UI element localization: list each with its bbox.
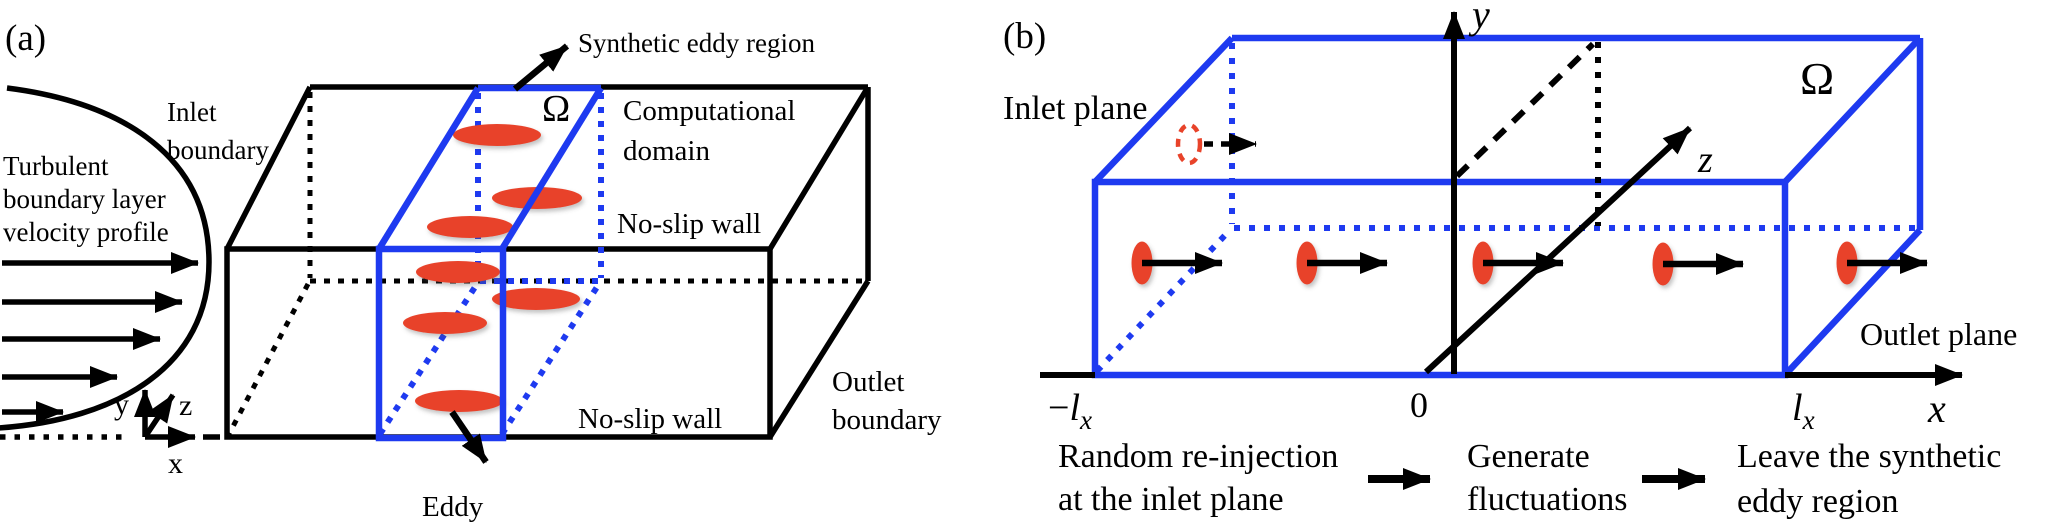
step2-line2: fluctuations — [1467, 481, 1628, 518]
eddy-ellipse — [403, 312, 487, 334]
computational-domain-label-line2: domain — [623, 135, 710, 167]
y-axis-label: y — [114, 388, 129, 421]
panel-b: (b) — [1003, 0, 2017, 520]
turbulent-label-line2: boundary layer — [3, 184, 166, 214]
eddy-ellipse — [492, 288, 580, 310]
panel-a-tag: (a) — [5, 18, 46, 59]
axis-triad — [134, 389, 196, 448]
inlet-boundary-label-line1: Inlet — [167, 97, 217, 127]
inlet-boundary-label-line2: boundary — [167, 135, 269, 165]
eddy-region-hidden-edge — [377, 282, 480, 436]
synthetic-eddy-region-label: Synthetic eddy region — [578, 28, 815, 58]
domain-edge — [767, 85, 871, 251]
eddy-box-front-face — [1091, 178, 1789, 379]
eddy-box-hidden-edge — [1094, 228, 1232, 374]
eddy-box-hidden-edges-b — [1094, 43, 1918, 374]
turbulent-label-line3: velocity profile — [3, 217, 169, 247]
z-axis-label-b: z — [1697, 139, 1713, 181]
step1-line1: Random re-injection — [1058, 438, 1338, 475]
panel-a: (a) y z x — [0, 18, 942, 522]
eddy-box-edge — [1782, 227, 1923, 378]
lx-base: l — [1792, 387, 1803, 429]
eddy-region-front-face — [375, 245, 507, 442]
step3-line2: eddy region — [1737, 483, 1898, 520]
velocity-arrows — [2, 252, 199, 423]
eddy-ellipse — [416, 261, 500, 283]
eddy-region-box — [375, 84, 604, 442]
eddy-ellipses-b — [1131, 241, 1928, 286]
domain-hidden-edge — [226, 282, 311, 436]
neg-lx-label: −lx — [1048, 387, 1092, 435]
step1-line2: at the inlet plane — [1058, 481, 1284, 518]
computational-domain-box — [224, 84, 871, 440]
velocity-profile-curve — [0, 85, 212, 431]
neg-lx-sub: x — [1079, 405, 1092, 435]
y-axis-label-b: y — [1468, 0, 1490, 37]
x-axis-label: x — [168, 447, 183, 480]
omega-label-a: Ω — [542, 88, 570, 130]
origin-label: 0 — [1410, 385, 1428, 425]
lx-label: lx — [1792, 387, 1815, 435]
outlet-boundary-label-line1: Outlet — [832, 366, 905, 398]
synthetic-region-arrow — [512, 43, 570, 92]
no-slip-wall-lower-label: No-slip wall — [578, 403, 722, 435]
outlet-plane-label: Outlet plane — [1860, 316, 2017, 352]
eddy-region-edge — [499, 86, 604, 251]
z-axis-arrow-b — [1423, 125, 1693, 375]
x-axis-label-b: x — [1927, 386, 1946, 431]
z-axis-label: z — [179, 389, 192, 422]
eddy-box-edge — [1092, 35, 1235, 185]
reinjected-eddy-ellipse — [1175, 122, 1203, 166]
neg-lx-base: l — [1069, 387, 1080, 429]
z-axis-arrow — [142, 393, 176, 439]
neg-lx-sign: − — [1048, 387, 1069, 429]
eddy-region-hidden-edge — [499, 282, 602, 436]
no-slip-wall-upper-label: No-slip wall — [617, 208, 761, 240]
panel-b-tag: (b) — [1003, 16, 1046, 57]
step2-line1: Generate — [1467, 438, 1590, 475]
eddy-ellipse — [415, 390, 503, 412]
inlet-plane-label: Inlet plane — [1003, 90, 1147, 127]
outlet-boundary-label-line2: boundary — [832, 404, 942, 436]
hidden-axis-dashed-line — [1454, 41, 1596, 179]
domain-hidden-edges — [226, 92, 864, 436]
turbulent-label-line1: Turbulent — [3, 151, 109, 181]
eddy-box-edge — [1782, 35, 1923, 185]
step3-line1: Leave the synthetic — [1737, 438, 2001, 475]
domain-edge — [767, 279, 871, 439]
computational-domain-label-line1: Computational — [623, 95, 795, 127]
eddy-ellipses-a — [403, 124, 582, 412]
eddy-arrow — [449, 410, 489, 464]
eddy-ellipse — [453, 124, 541, 146]
eddy-box-b — [1091, 34, 1924, 379]
lx-sub: x — [1802, 405, 1815, 435]
eddy-ellipse — [427, 216, 513, 238]
eddy-region-edge — [376, 86, 481, 251]
domain-edge — [224, 85, 313, 251]
omega-label-b: Ω — [1800, 53, 1834, 104]
eddy-label: Eddy — [422, 491, 484, 522]
